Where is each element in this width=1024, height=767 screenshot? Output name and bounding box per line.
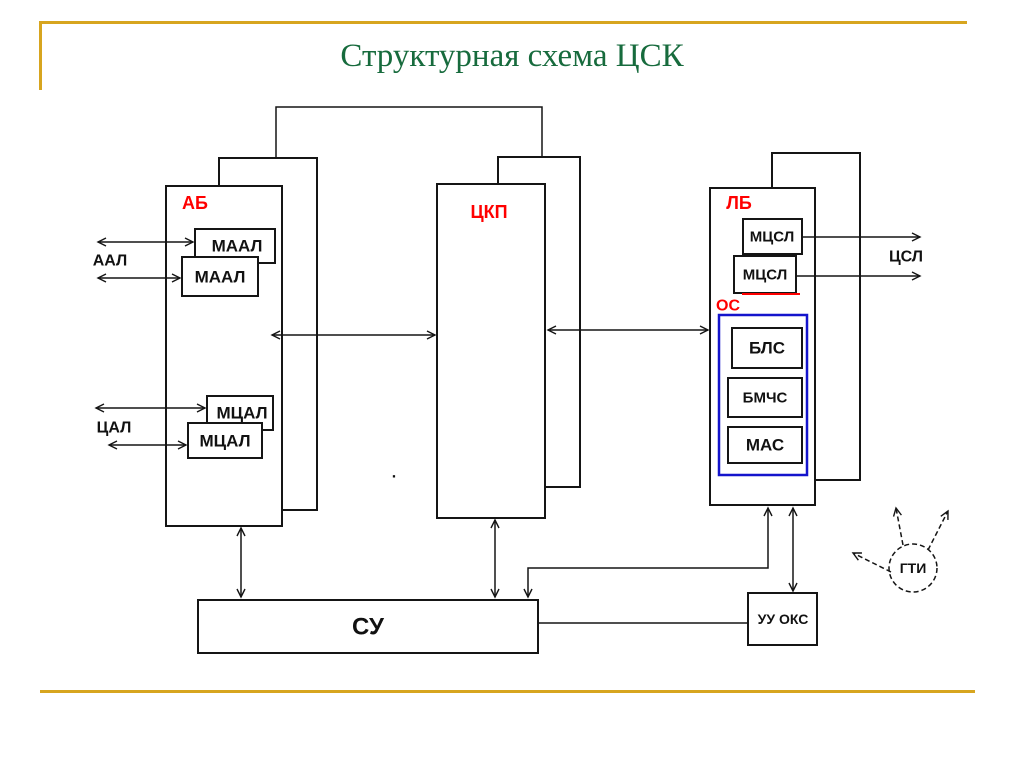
gti-circle xyxy=(888,543,938,593)
ckp-label: ЦКП xyxy=(470,202,507,222)
mas-box xyxy=(727,426,803,464)
os-label: ОС xyxy=(716,298,740,315)
mcal2-label: МЦАЛ xyxy=(200,432,251,451)
csl-label: ЦСЛ xyxy=(889,249,923,266)
mcal1-label: МЦАЛ xyxy=(217,404,268,423)
bmchs-label: БМЧС xyxy=(743,390,788,407)
page-title: Структурная схема ЦСК xyxy=(340,38,684,74)
mcsl2-box xyxy=(733,255,797,294)
uu-oks-box xyxy=(747,592,818,646)
mcsl1-label: МЦСЛ xyxy=(750,229,794,246)
maal2-label: МААЛ xyxy=(195,268,246,287)
su-box xyxy=(197,599,539,654)
uu-oks-label: УУ ОКС xyxy=(758,611,809,627)
cal-label: ЦАЛ xyxy=(97,420,132,437)
maal2-box xyxy=(181,256,259,297)
top-bracket-connector xyxy=(275,106,543,158)
frame-bottom-line xyxy=(40,690,975,693)
frame-top-line xyxy=(40,21,967,24)
ab-label: АБ xyxy=(182,193,208,213)
bls-box xyxy=(731,327,803,369)
gti-label: ГТИ xyxy=(900,560,927,576)
mcal2-box xyxy=(187,422,263,459)
su-lb-elbow-arrow xyxy=(523,506,773,599)
lb-label: ЛБ xyxy=(726,193,752,213)
gti-arrow-up xyxy=(892,506,904,546)
stray-dot: . xyxy=(392,465,396,482)
ckp-box xyxy=(436,183,546,519)
frame-left-line xyxy=(39,21,42,90)
maal1-label: МААЛ xyxy=(212,237,263,256)
mcsl2-label: МЦСЛ xyxy=(743,267,787,284)
gti-arrow-upright xyxy=(927,509,949,551)
su-label: СУ xyxy=(352,614,385,641)
os-blue-box xyxy=(717,313,809,477)
mcsl1-box xyxy=(742,218,803,255)
gti-arrow-left xyxy=(851,552,892,573)
bmchs-box xyxy=(727,377,803,418)
bls-label: БЛС xyxy=(749,339,785,358)
aal-label: ААЛ xyxy=(93,253,128,270)
mas-label: МАС xyxy=(746,436,784,455)
